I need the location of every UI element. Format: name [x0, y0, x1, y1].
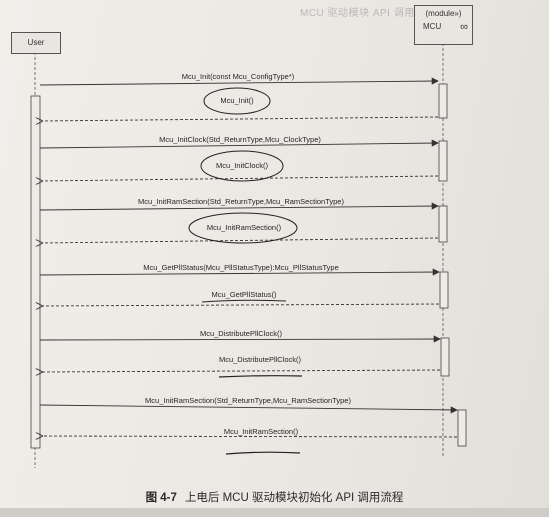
mcu-lifeline-header: (module») MCU ∞ — [414, 5, 473, 45]
call-arrow — [39, 139, 439, 149]
call-label: Mcu_InitRamSection(Std_ReturnType,Mcu_Ra… — [138, 197, 344, 206]
mcu-activation-bar — [438, 140, 448, 182]
call-arrow — [39, 404, 458, 414]
call-arrow — [39, 77, 439, 86]
mcu-activation-bar — [439, 271, 449, 309]
hand-drawn-underline — [218, 375, 303, 378]
return-arrow — [42, 304, 440, 306]
return-label: Mcu_InitRamSection() — [206, 223, 282, 232]
return-label: Mcu_InitRamSection() — [223, 427, 299, 436]
mcu-activation-bar — [440, 337, 450, 377]
call-label: Mcu_Init(const Mcu_ConfigType*) — [181, 72, 295, 81]
mcu-activation-bar — [438, 83, 448, 119]
figure-caption: 图 4-7 上电后 MCU 驱动模块初始化 API 调用流程 — [0, 489, 549, 505]
call-arrow — [39, 335, 441, 343]
user-lifeline-header: User — [11, 32, 61, 54]
hand-drawn-underline — [225, 451, 301, 455]
call-arrow — [39, 202, 439, 211]
return-label: Mcu_DistributePllClock() — [218, 355, 302, 364]
return-label: Mcu_GetPllStatus() — [211, 290, 277, 299]
figure-number: 图 4-7 — [145, 492, 177, 504]
call-arrow — [39, 268, 440, 276]
call-label: Mcu_InitRamSection(Std_ReturnType,Mcu_Ra… — [145, 396, 351, 405]
page-edge — [0, 508, 549, 517]
return-label: Mcu_Init() — [220, 96, 254, 105]
mcu-activation-bar — [438, 205, 448, 243]
return-label: Mcu_InitClock() — [215, 161, 269, 170]
hand-drawn-underline — [201, 299, 287, 303]
return-arrow — [42, 237, 439, 243]
component-icon: ∞ — [460, 21, 468, 33]
mcu-label: MCU — [423, 22, 442, 31]
hand-drawn-circle — [188, 212, 298, 244]
mcu-stereotype: (module») — [425, 9, 462, 18]
hand-drawn-circle — [200, 150, 284, 182]
call-label: Mcu_InitClock(Std_ReturnType,Mcu_ClockTy… — [159, 135, 321, 144]
return-arrow — [42, 370, 441, 372]
user-activation-bar — [30, 95, 41, 449]
return-arrow — [42, 436, 458, 437]
hand-drawn-circle — [203, 87, 271, 115]
call-label: Mcu_DistributePllClock() — [199, 329, 283, 338]
figure-title: 上电后 MCU 驱动模块初始化 API 调用流程 — [184, 492, 404, 504]
return-arrow — [42, 116, 439, 121]
return-arrow — [42, 175, 439, 181]
call-label: Mcu_GetPllStatus(Mcu_PllStatusType):Mcu_… — [143, 263, 339, 272]
mcu-activation-bar — [457, 409, 467, 447]
bleed-through-text: MCU 驱动模块 API 调用流程 — [300, 8, 436, 19]
user-label: User — [27, 38, 45, 47]
